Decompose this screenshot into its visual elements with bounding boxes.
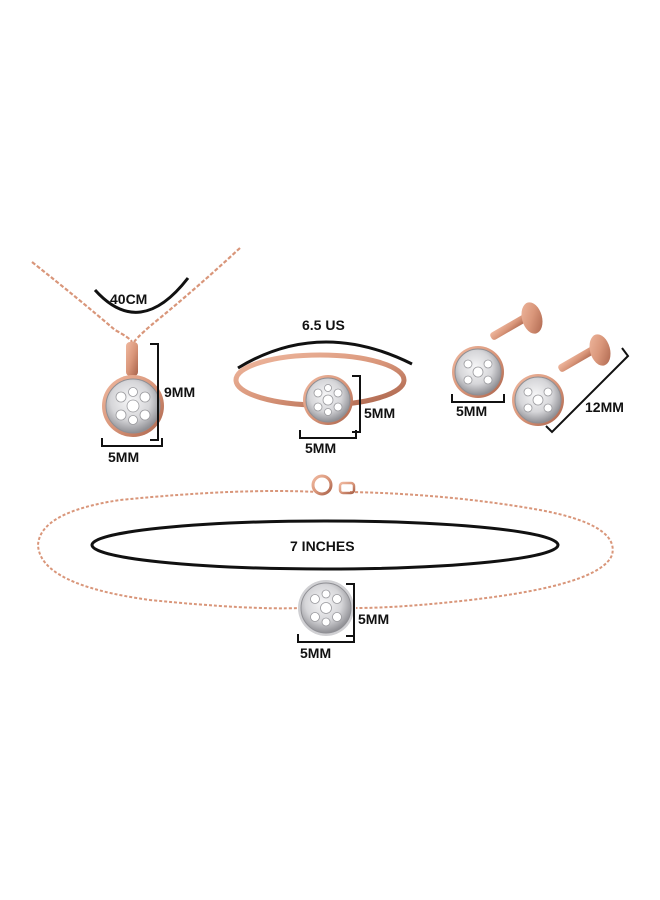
bracelet-length-label: 7 INCHES xyxy=(290,538,355,554)
necklace-chain-right xyxy=(133,247,241,343)
earring-width-label: 5MM xyxy=(456,403,487,419)
ring-height-label: 5MM xyxy=(364,405,395,421)
earring-left-back xyxy=(521,302,543,334)
necklace-height-label: 9MM xyxy=(164,384,195,400)
necklace: 40CM 9MM 5MM xyxy=(31,247,241,465)
ring-setting-cluster xyxy=(313,384,343,416)
earring-right-post xyxy=(558,344,600,372)
ring-size-label: 6.5 US xyxy=(302,317,345,333)
earring-length-label: 12MM xyxy=(585,399,624,415)
necklace-pendant-cluster xyxy=(115,387,151,425)
ring-width-bracket xyxy=(299,430,357,439)
earring-width-bracket xyxy=(451,394,505,403)
bracelet-chain xyxy=(36,490,319,610)
bracelet-width-bracket xyxy=(297,634,355,643)
bracelet-height-bracket xyxy=(346,583,355,637)
necklace-chain xyxy=(31,261,133,343)
bracelet-length-ellipse xyxy=(90,519,560,571)
earring-left-post xyxy=(490,312,532,340)
ring-width-label: 5MM xyxy=(305,440,336,456)
earring-right-back xyxy=(589,334,611,366)
bracelet-chain-right xyxy=(349,491,614,609)
bracelet-charm-cluster xyxy=(310,589,342,627)
necklace-length-arc xyxy=(93,277,190,314)
necklace-length-label: 40CM xyxy=(110,291,147,307)
earring-right-cluster xyxy=(523,387,553,413)
bracelet-width-label: 5MM xyxy=(300,645,331,661)
necklace-width-label: 5MM xyxy=(108,449,139,465)
ring: 6.5 US 5MM 5MM xyxy=(233,317,413,456)
earring-length-bracket xyxy=(545,347,630,434)
necklace-width-bracket xyxy=(101,438,163,447)
bracelet-clasp-ring xyxy=(311,474,333,496)
ring-size-arc xyxy=(237,340,413,370)
bracelet-clasp-tag xyxy=(338,481,356,495)
earring-left-cluster xyxy=(463,359,493,385)
bracelet-height-label: 5MM xyxy=(358,611,389,627)
necklace-height-bracket xyxy=(150,343,159,441)
bracelet: 7 INCHES 5MM 5MM xyxy=(36,474,614,661)
earrings: 5MM 12MM xyxy=(451,302,630,434)
necklace-bail xyxy=(126,342,138,376)
